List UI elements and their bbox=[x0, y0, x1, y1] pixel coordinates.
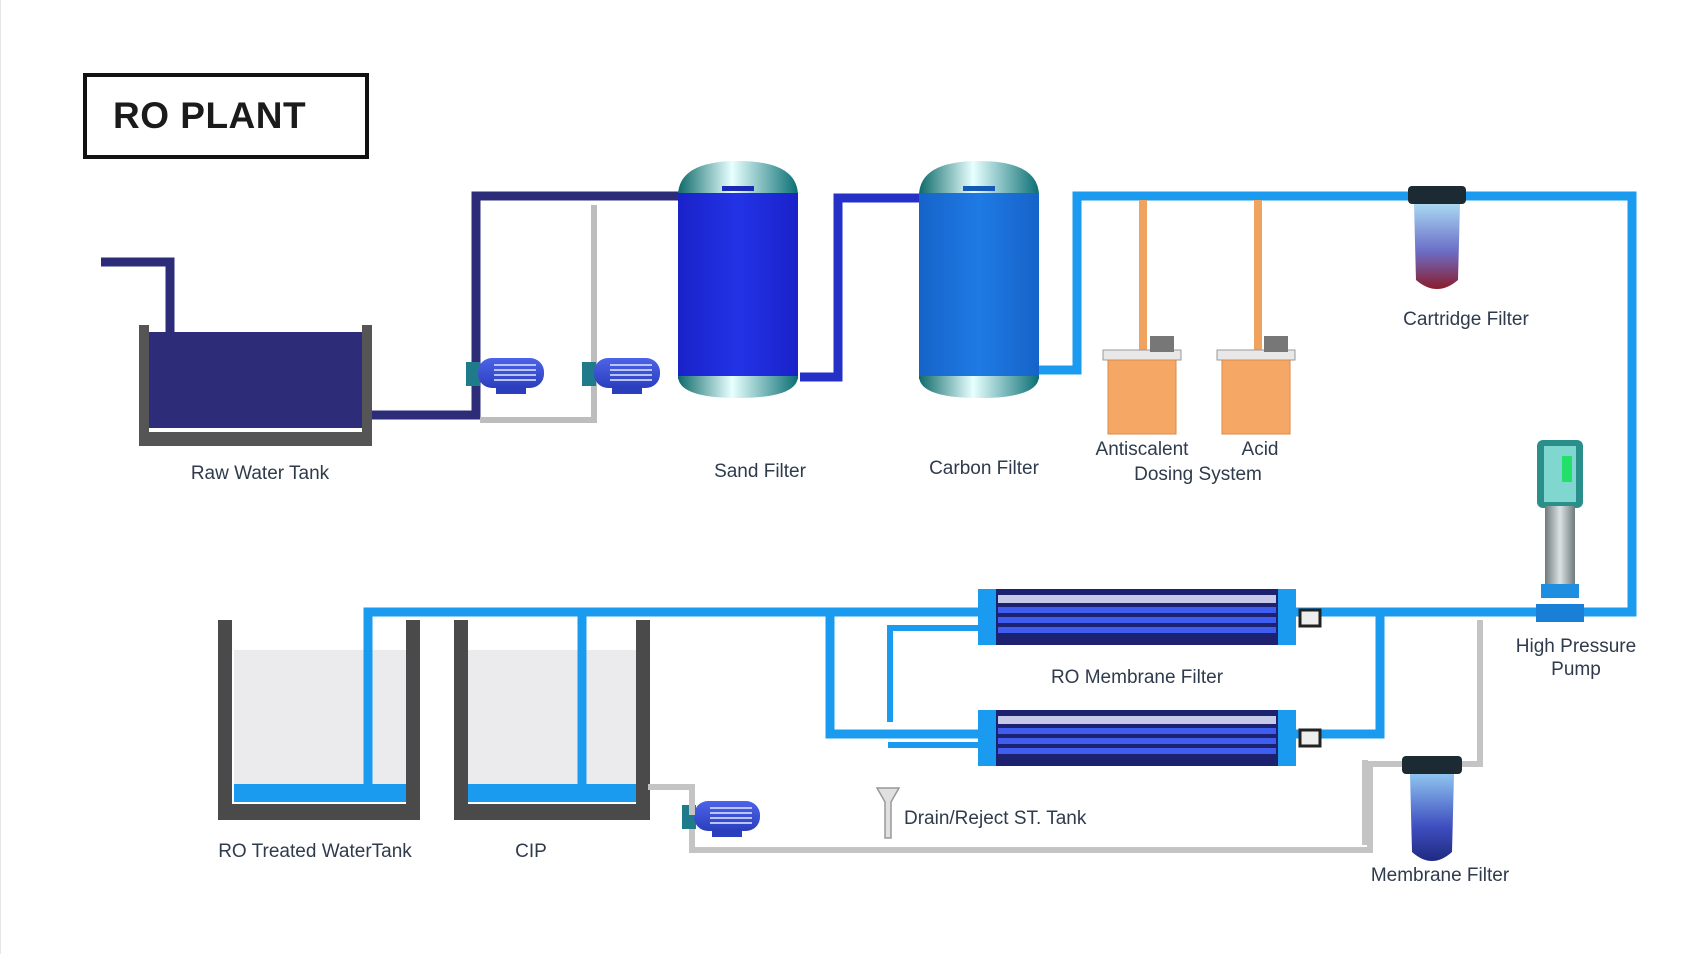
cip-outlet-pipe bbox=[648, 784, 695, 815]
cartridge-filter-housing bbox=[1408, 186, 1466, 289]
left-edge-line bbox=[0, 0, 1, 954]
label-cip: CIP bbox=[515, 841, 547, 862]
label-raw-water-tank: Raw Water Tank bbox=[191, 463, 330, 484]
acid-dosing-tank bbox=[1216, 336, 1296, 435]
label-sand-filter: Sand Filter bbox=[714, 461, 807, 482]
cip-tank bbox=[454, 620, 650, 820]
antiscalent-dosing-tank bbox=[1102, 336, 1182, 435]
label-cartridge-filter: Cartridge Filter bbox=[1403, 309, 1529, 330]
tank-risers bbox=[363, 612, 587, 790]
dosing-lines bbox=[1139, 200, 1262, 352]
label-drain-tank: Drain/Reject ST. Tank bbox=[904, 808, 1087, 829]
label-ro-treated-tank: RO Treated WaterTank bbox=[218, 841, 412, 862]
label-high-pressure: High Pressure bbox=[1516, 636, 1636, 657]
membrane-filter-housing bbox=[1402, 756, 1462, 861]
label-pump: Pump bbox=[1551, 659, 1601, 680]
bypass-pipes bbox=[480, 205, 597, 423]
raw-water-pipes bbox=[101, 191, 920, 420]
label-antiscalent: Antiscalent bbox=[1096, 439, 1190, 460]
drain-funnel-icon bbox=[875, 787, 901, 839]
title-box: RO PLANT bbox=[83, 73, 369, 159]
ro-treated-water-tank bbox=[218, 620, 420, 820]
raw-water-tank bbox=[139, 325, 372, 446]
label-ro-membrane-filter: RO Membrane Filter bbox=[1051, 667, 1224, 688]
label-acid: Acid bbox=[1242, 439, 1279, 460]
label-carbon-filter: Carbon Filter bbox=[929, 458, 1039, 479]
carbon-filter-vessel bbox=[919, 161, 1039, 398]
sand-filter-vessel bbox=[678, 161, 798, 398]
label-membrane-filter: Membrane Filter bbox=[1371, 865, 1510, 886]
label-dosing-system: Dosing System bbox=[1134, 464, 1262, 485]
ro-membrane-upper bbox=[978, 589, 1322, 645]
ro-membrane-lower bbox=[978, 710, 1322, 766]
high-pressure-pump-icon bbox=[1536, 440, 1584, 622]
page-title: RO PLANT bbox=[113, 95, 307, 136]
